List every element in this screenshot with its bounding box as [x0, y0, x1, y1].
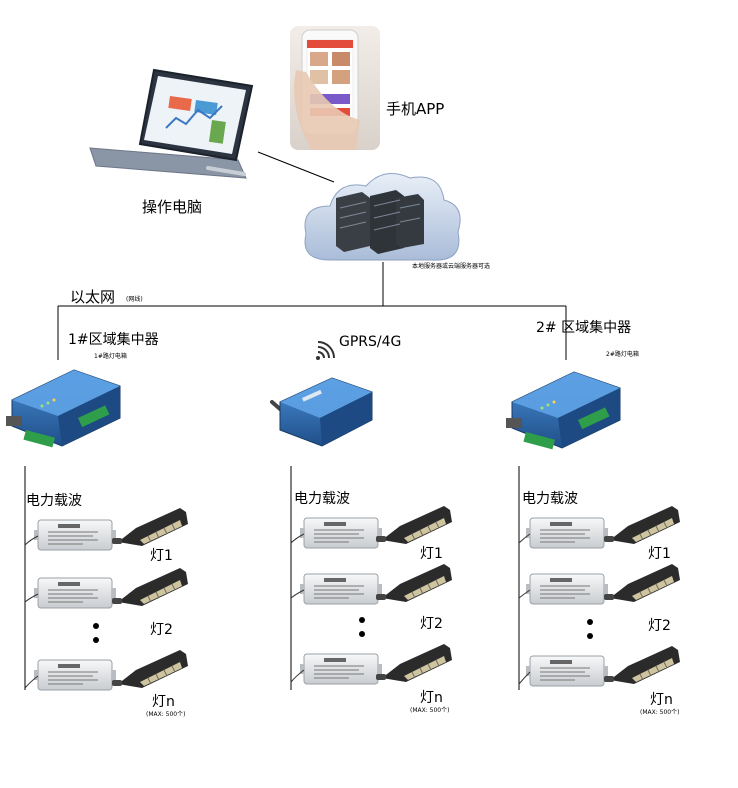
col2-lamp-n-label: 灯n — [420, 690, 443, 706]
col3-ellipsis-dot-1 — [587, 619, 593, 625]
laptop-label: 操作电脑 — [142, 198, 202, 216]
laptop-icon — [89, 68, 254, 179]
col2-lamp-n-icon — [375, 643, 453, 683]
col2-driver-2 — [299, 573, 383, 605]
col3-driver-2 — [525, 573, 609, 605]
col1-subtitle: 1#路灯电箱 — [94, 352, 127, 360]
ethernet-label: 以太网 — [70, 288, 115, 306]
col1-max-note: (MAX: 500个) — [146, 711, 185, 718]
col2-driver-1 — [299, 517, 383, 549]
col2-ellipsis-dot-2 — [359, 631, 365, 637]
wifi-signal-icon — [316, 341, 335, 360]
phone-label: 手机APP — [386, 100, 444, 118]
col3-lamp-1-icon — [603, 505, 681, 545]
col2-ellipsis-dot-1 — [359, 617, 365, 623]
col1-driver-n — [33, 659, 117, 691]
col1-lamp-2-icon — [111, 567, 189, 607]
col3-title: 2# 区域集中器 — [536, 319, 631, 336]
col1-lamp-1-label: 灯1 — [150, 548, 173, 564]
col2-carrier-label: 电力载波 — [294, 491, 350, 507]
col3-driver-1 — [525, 517, 609, 549]
phone-icon — [290, 26, 380, 150]
col3-lamp-2-icon — [603, 563, 681, 603]
col3-lamp-n-icon — [603, 645, 681, 685]
col1-driver-1 — [33, 519, 117, 551]
col1-lamp-2-label: 灯2 — [150, 622, 173, 638]
col1-ellipsis-dot-1 — [93, 623, 99, 629]
col1-driver-2 — [33, 577, 117, 609]
col1-lamp-n-label: 灯n — [152, 694, 175, 710]
col1-concentrator-icon — [5, 369, 121, 448]
server-note: 本地服务器或云端服务器可选 — [412, 262, 490, 270]
col1-lamp-1-icon — [111, 507, 189, 547]
col1-ellipsis-dot-2 — [93, 637, 99, 643]
col3-lamp-n-label: 灯n — [650, 692, 673, 708]
col2-title: GPRS/4G — [339, 334, 401, 350]
link-laptop-cloud — [257, 151, 335, 183]
col2-lamp-1-icon — [375, 505, 453, 545]
col3-subtitle: 2#路灯电箱 — [606, 350, 639, 358]
col2-lamp-2-icon — [375, 563, 453, 603]
col2-lamp-1-label: 灯1 — [420, 546, 443, 562]
col1-title: 1#区域集中器 — [68, 331, 159, 348]
col2-driver-n — [299, 653, 383, 685]
col3-concentrator-icon — [505, 371, 621, 450]
gprs-device-icon — [270, 377, 373, 447]
cloud-server-icon — [304, 173, 461, 261]
col3-ellipsis-dot-2 — [587, 633, 593, 639]
col3-driver-n — [525, 655, 609, 687]
col2-max-note: (MAX: 500个) — [410, 707, 449, 714]
col3-max-note: (MAX: 500个) — [640, 709, 679, 716]
col3-lamp-2-label: 灯2 — [648, 618, 671, 634]
col3-carrier-label: 电力载波 — [522, 491, 578, 507]
col2-lamp-2-label: 灯2 — [420, 616, 443, 632]
col1-lamp-n-icon — [111, 649, 189, 689]
col3-lamp-1-label: 灯1 — [648, 546, 671, 562]
ethernet-note: (网线) — [126, 295, 143, 303]
col1-carrier-label: 电力载波 — [26, 493, 82, 509]
